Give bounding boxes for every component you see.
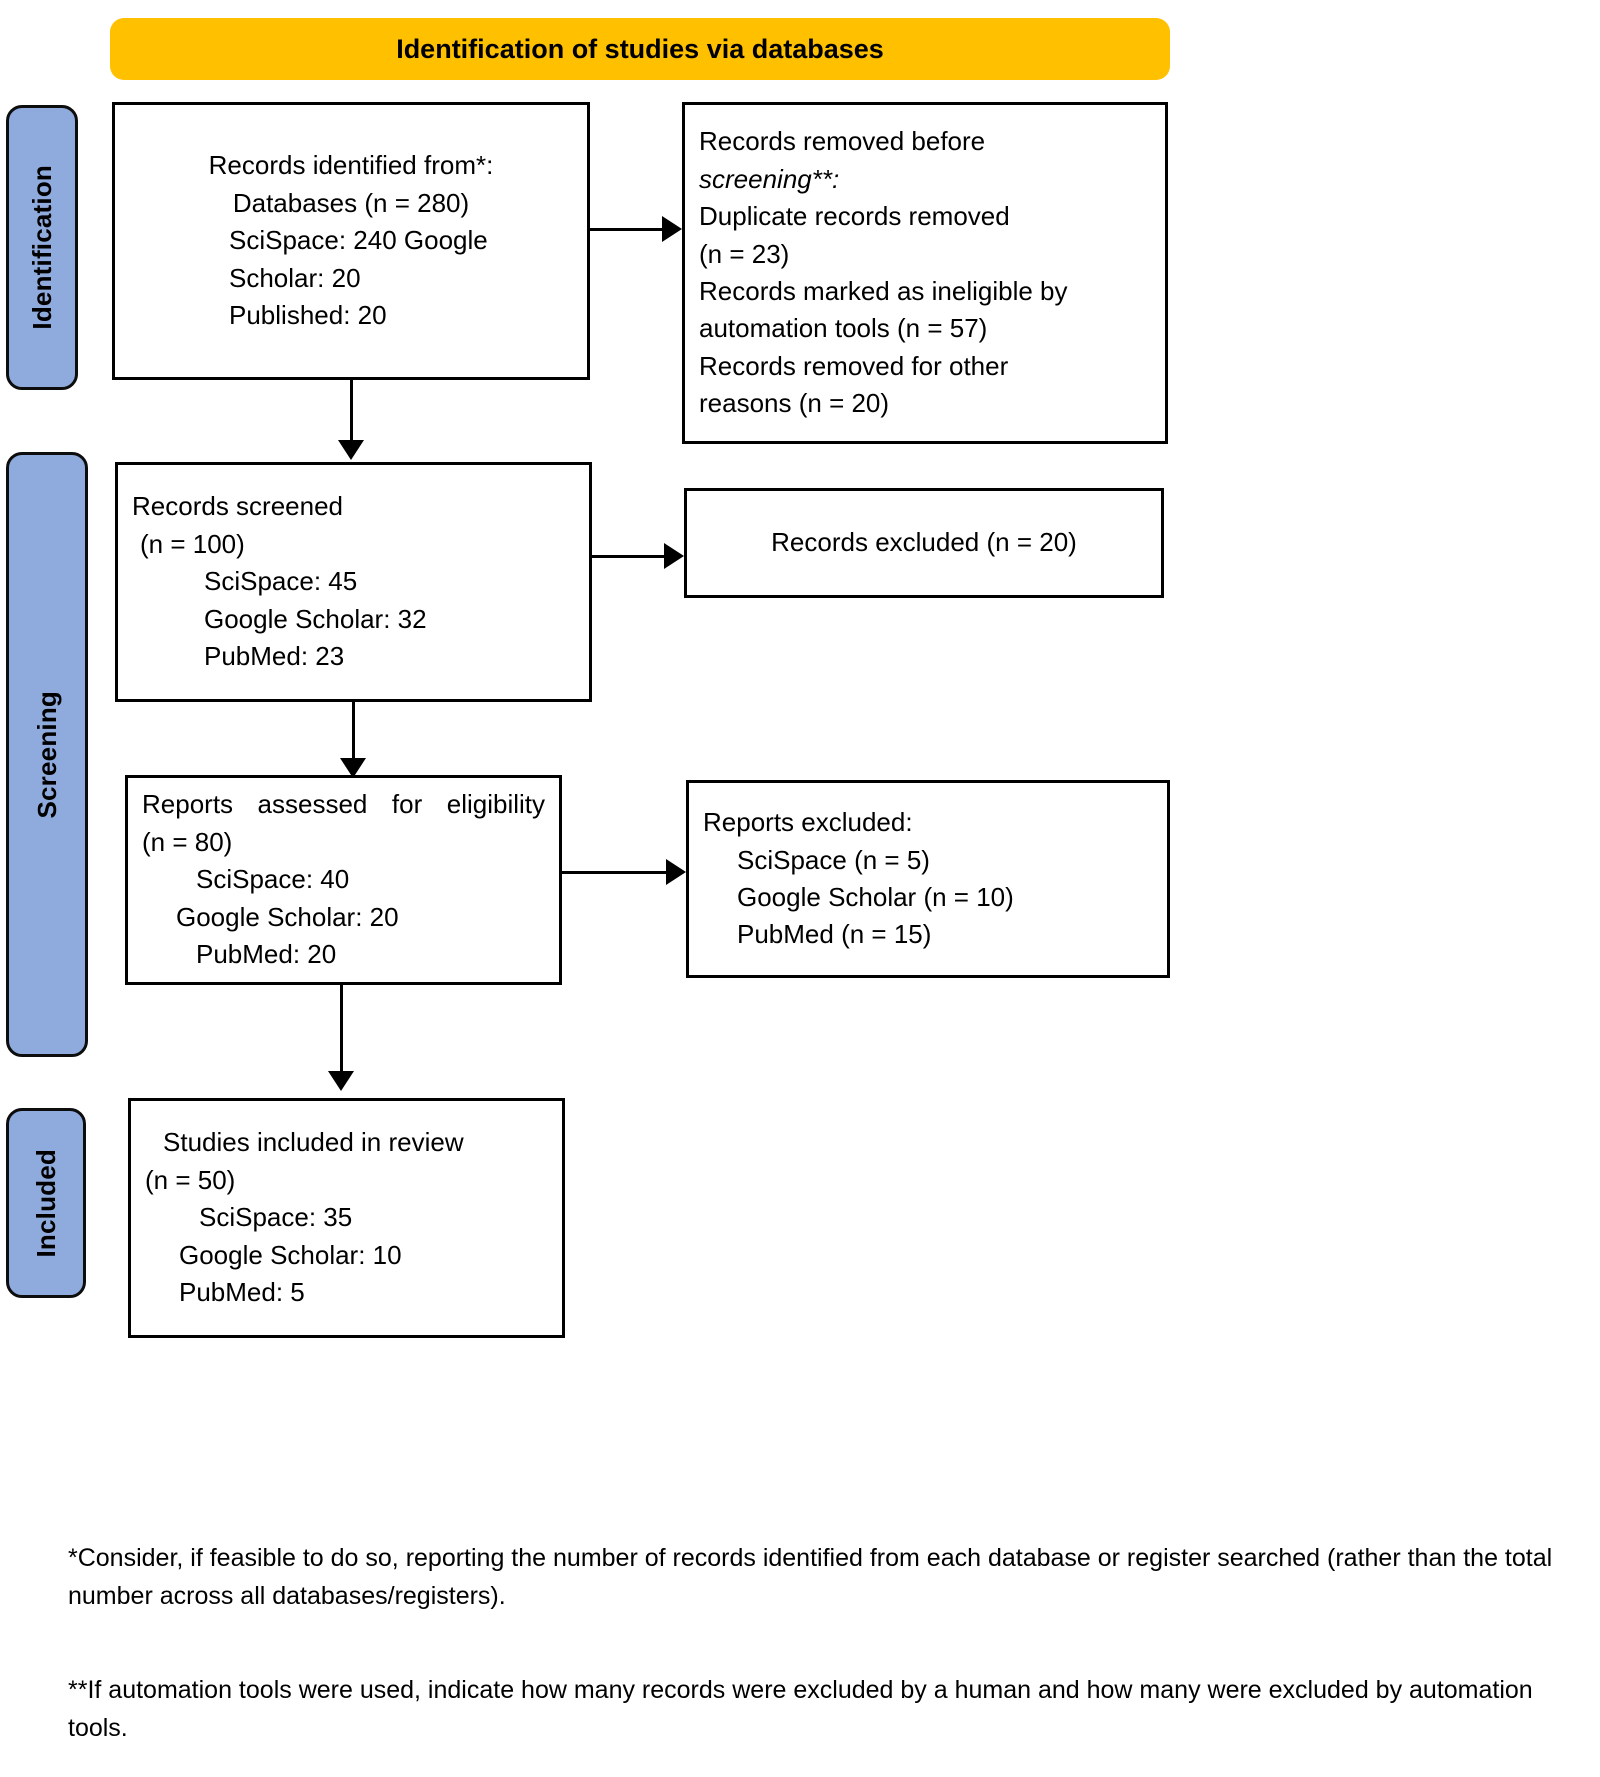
reports-excluded-box: Reports excluded: SciSpace (n = 5) Googl… — [686, 780, 1170, 978]
records-removed-line-1: Records removed before — [699, 126, 986, 157]
studies-included-line-1: Studies included in review — [163, 1127, 464, 1158]
reports-excluded-line-4: PubMed (n = 15) — [737, 919, 932, 950]
connector-screened-to-excluded — [592, 555, 664, 558]
records-excluded-box: Records excluded (n = 20) — [684, 488, 1164, 598]
reports-assessed-line-1: Reports assessed for eligibility — [142, 789, 545, 820]
reports-excluded-line-1: Reports excluded: — [703, 807, 913, 838]
records-removed-line-6: automation tools (n = 57) — [699, 313, 988, 344]
phase-label-included: Included — [30, 1148, 61, 1258]
arrowhead-identified-to-removed — [662, 216, 682, 242]
connector-identified-to-removed — [590, 228, 662, 231]
records-screened-line-1: Records screened — [132, 491, 343, 522]
arrowhead-assessed-to-reports-excluded — [666, 859, 686, 885]
records-screened-line-5: PubMed: 23 — [204, 641, 345, 672]
footnote-single-star: *Consider, if feasible to do so, reporti… — [68, 1544, 1553, 1610]
studies-included-line-5: PubMed: 5 — [179, 1277, 305, 1308]
records-removed-line-5: Records marked as ineligible by — [699, 276, 1068, 306]
footnote-double-star: **If automation tools were used, indicat… — [68, 1676, 1533, 1742]
page-title: Identification of studies via databases — [396, 33, 884, 64]
phase-bar-screening: Screening — [6, 452, 88, 1057]
records-screened-line-4: Google Scholar: 32 — [204, 603, 427, 634]
records-removed-line-8: reasons (n = 20) — [699, 388, 890, 419]
records-identified-line-2: Databases (n = 280) — [232, 187, 470, 218]
connector-identified-to-screened — [350, 380, 353, 442]
connector-assessed-to-included — [340, 985, 343, 1073]
records-removed-line-4: (n = 23) — [699, 238, 790, 269]
phase-label-screening: Screening — [31, 690, 62, 819]
records-identified-line-3: SciSpace: 240 Google — [229, 225, 488, 256]
records-removed-line-7: Records removed for other — [699, 350, 1009, 381]
records-excluded-line-1: Records excluded (n = 20) — [771, 527, 1077, 558]
records-removed-line-2: screening**: — [699, 163, 840, 194]
phase-bar-identification: Identification — [6, 105, 78, 390]
records-identified-box: Records identified from*: Databases (n =… — [112, 102, 590, 380]
connector-assessed-to-reports-excluded — [562, 871, 666, 874]
reports-assessed-line-2: (n = 80) — [142, 826, 233, 857]
records-removed-box: Records removed before screening**: Dupl… — [682, 102, 1168, 444]
reports-excluded-line-2: SciSpace (n = 5) — [737, 844, 930, 875]
studies-included-line-3: SciSpace: 35 — [199, 1202, 353, 1233]
phase-bar-included: Included — [6, 1108, 86, 1298]
arrowhead-assessed-to-included — [328, 1071, 354, 1091]
studies-included-box: Studies included in review (n = 50) SciS… — [128, 1098, 565, 1338]
header-identification-banner: Identification of studies via databases — [110, 18, 1170, 80]
phase-label-identification: Identification — [26, 165, 57, 330]
reports-excluded-line-3: Google Scholar (n = 10) — [737, 882, 1014, 912]
records-identified-line-1: Records identified from*: — [208, 150, 494, 181]
arrowhead-screened-to-assessed — [340, 758, 366, 778]
records-screened-line-3: SciSpace: 45 — [204, 566, 358, 597]
records-screened-line-2: (n = 100) — [140, 528, 245, 559]
records-identified-line-4: Scholar: 20 — [229, 262, 361, 293]
records-screened-box: Records screened (n = 100) SciSpace: 45 … — [115, 462, 592, 702]
arrowhead-identified-to-screened — [338, 440, 364, 460]
studies-included-line-2: (n = 50) — [145, 1164, 236, 1195]
connector-screened-to-assessed — [352, 702, 355, 760]
reports-assessed-line-3: SciSpace: 40 — [196, 864, 350, 895]
reports-assessed-box: Reports assessed for eligibility (n = 80… — [125, 775, 562, 985]
studies-included-line-4: Google Scholar: 10 — [179, 1239, 402, 1270]
arrowhead-screened-to-excluded — [664, 543, 684, 569]
records-removed-line-3: Duplicate records removed — [699, 201, 1010, 232]
reports-assessed-line-5: PubMed: 20 — [196, 939, 337, 970]
reports-assessed-line-4: Google Scholar: 20 — [176, 901, 399, 932]
records-identified-line-5: Published: 20 — [229, 300, 387, 331]
